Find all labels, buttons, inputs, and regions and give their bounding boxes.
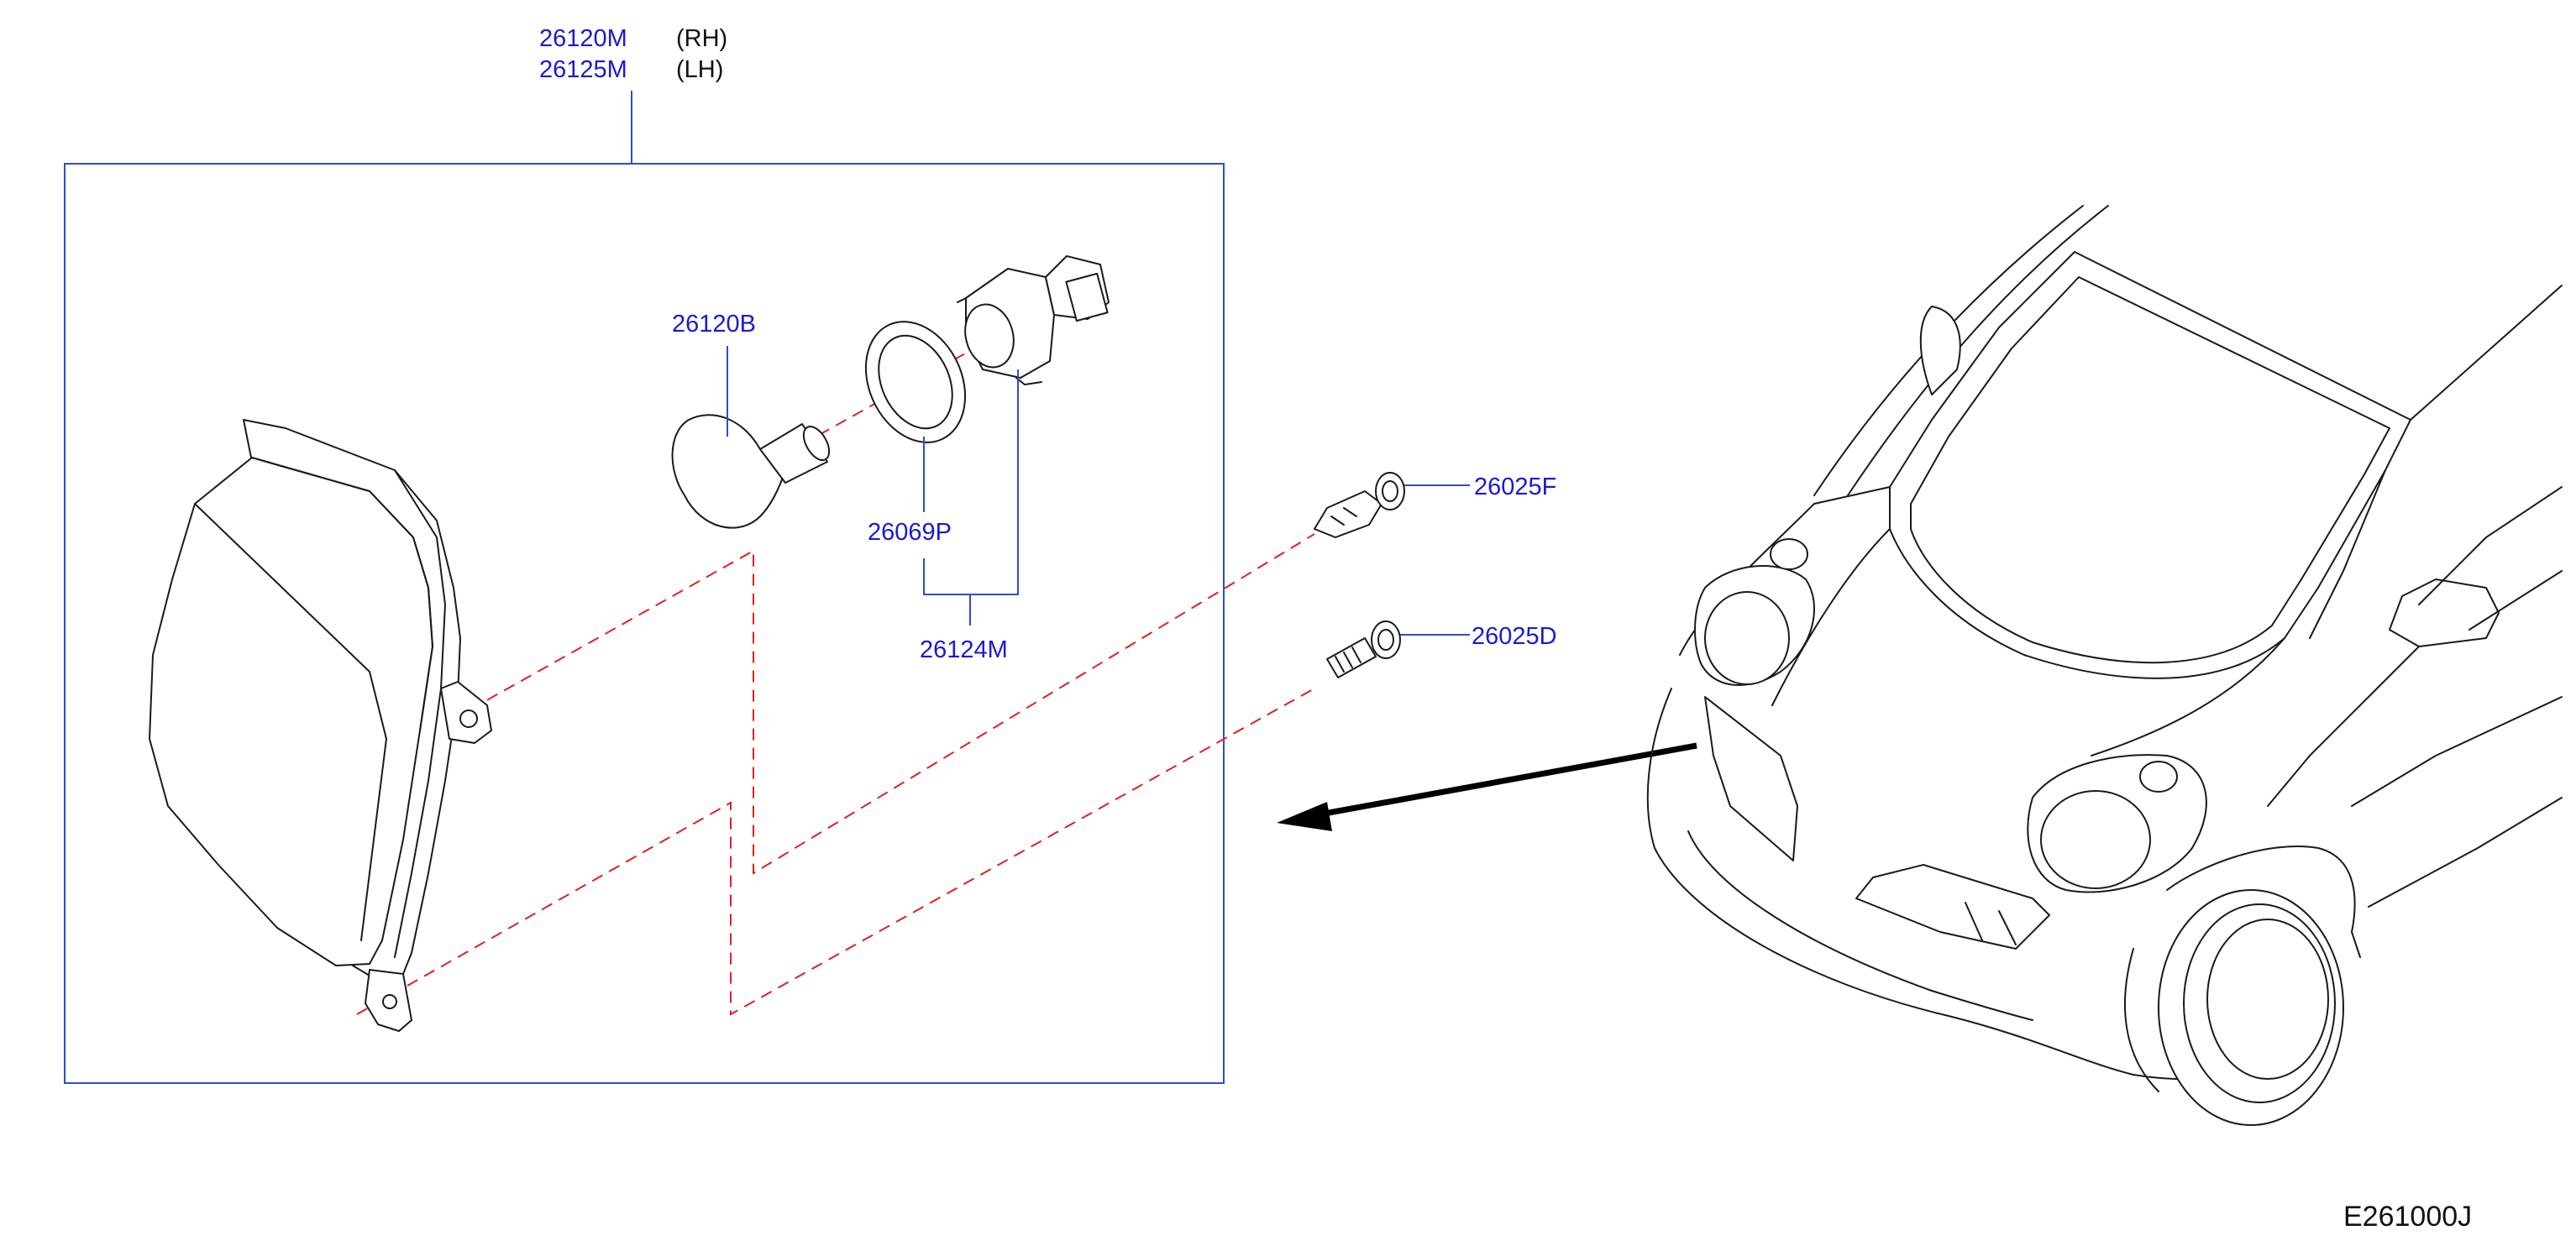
part-number-rh[interactable]: 26120M (539, 25, 627, 52)
vehicle-outline (1646, 205, 2563, 1126)
location-arrow-shaft (1309, 742, 1697, 819)
clip-barb (1330, 507, 1357, 526)
side-label-rh: (RH) (676, 25, 727, 52)
center-line-lower (356, 688, 1315, 1016)
socket-tab (1065, 272, 1109, 322)
socket-part[interactable]: 26124M (920, 255, 1110, 663)
vehicle-front-grille-left (1704, 696, 1798, 861)
clip-part[interactable]: 26025F (1314, 472, 1556, 538)
mounting-hole-lower (382, 994, 397, 1009)
mounting-hole-upper (459, 709, 478, 728)
side-label-lh: (LH) (676, 56, 723, 83)
callout-socket-assembly[interactable]: 26124M (920, 636, 1008, 663)
vehicle-bumper (1646, 688, 2269, 1081)
lamp-lens-rim (251, 457, 433, 731)
screw-part[interactable]: 26025D (1326, 620, 1557, 678)
headlamp-left-indicator (1770, 538, 1808, 570)
callout-bulb[interactable]: 26120B (672, 311, 756, 338)
lamp-lens-inner-edge (194, 503, 387, 941)
screw-head-inner (1377, 629, 1394, 651)
socket-front (964, 303, 1015, 369)
headlamp-right-lens (2040, 790, 2151, 889)
location-arrow (1277, 742, 1697, 831)
bulb-base-end (802, 426, 831, 461)
combination-lamp (149, 419, 492, 1032)
diagram-id: E261000J (2343, 1201, 2472, 1233)
gasket-inner (878, 334, 953, 430)
vehicle-front-grille-center (1855, 864, 2050, 950)
part-number-lh[interactable]: 26125M (539, 56, 627, 83)
vehicle-windshield-inner (1910, 276, 2390, 664)
vehicle-bumper-lower (1687, 830, 2033, 1021)
center-lines (356, 348, 1315, 1016)
vehicle-wheel-hub (2206, 919, 2329, 1080)
callout-clip[interactable]: 26025F (1474, 474, 1556, 500)
socket-flange (957, 297, 1042, 385)
screw-thread (1335, 647, 1361, 673)
clip-head-inner (1382, 480, 1398, 502)
vehicle-roof-edge-inner (1847, 205, 2109, 496)
clip-body (1314, 490, 1382, 538)
screw-shank (1326, 637, 1377, 678)
callout-gasket[interactable]: 26069P (868, 519, 952, 546)
vehicle-windshield (1889, 251, 2411, 679)
assembly-frame (64, 163, 1225, 1084)
assembly-frame-group: 26120M (RH) 26125M (LH) (64, 25, 1225, 1084)
lamp-lens (149, 457, 433, 966)
vehicle-side-mirror (2389, 578, 2500, 647)
vehicle-body-side (2351, 696, 2563, 958)
vehicle-grille-slot (1965, 902, 2017, 945)
gasket-part[interactable]: 26069P (847, 306, 984, 546)
bulb-part[interactable]: 26120B (671, 311, 834, 529)
vehicle-a-pillar (2267, 285, 2563, 807)
vehicle-fender (2124, 846, 2356, 1092)
center-line-bulb (470, 533, 1315, 875)
vehicle-wiper (1919, 306, 1961, 395)
headlamp-left-lens (1704, 591, 1790, 685)
bulb-glass (671, 414, 786, 529)
callout-screw[interactable]: 26025D (1472, 623, 1557, 650)
vehicle-side-window (2418, 486, 2563, 631)
headlamp-right-indicator (2139, 761, 2178, 793)
location-arrow-head (1277, 802, 1332, 831)
vehicle-wheel-inner (2183, 903, 2336, 1103)
